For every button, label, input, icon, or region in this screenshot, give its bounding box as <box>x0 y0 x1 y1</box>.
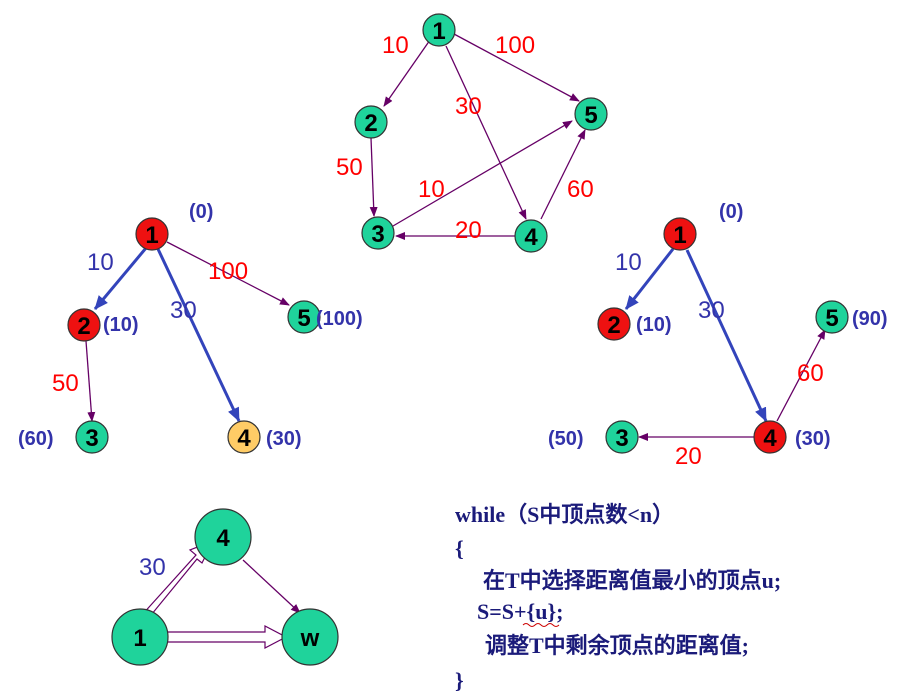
graph-left: 1 2 3 4 5 (0) (10) (60) (30) (100) 10 10… <box>18 201 363 454</box>
dist-4: (30) <box>266 428 302 450</box>
pseudocode: while（S中顶点数<n） { 在T中选择距离值最小的顶点u; S=S+{u}… <box>455 502 781 693</box>
weight-1-4: 30 <box>455 93 482 120</box>
edge-2-3 <box>369 137 378 217</box>
hollow-arrow-1-w <box>165 625 288 649</box>
weight-4-5: 60 <box>797 360 824 387</box>
node-1-label: 1 <box>432 18 445 45</box>
node-5 <box>815 300 849 334</box>
weight-2-3: 50 <box>52 370 79 397</box>
weight-1-4: 30 <box>170 297 197 324</box>
node-3-label: 3 <box>615 425 628 452</box>
node-1 <box>111 608 169 666</box>
dist-5: (100) <box>316 308 363 330</box>
code-line-2: { <box>455 536 464 561</box>
node-4-label: 4 <box>763 425 777 452</box>
weight-4-3: 20 <box>455 217 482 244</box>
weight-1-5: 100 <box>208 258 248 285</box>
node-4-label: 4 <box>216 525 230 552</box>
weight-1-5: 100 <box>495 32 535 59</box>
edge-1-2 <box>383 39 431 107</box>
weight-1-2: 10 <box>382 32 409 59</box>
weight-1-2: 10 <box>87 249 114 276</box>
node-3 <box>75 420 109 454</box>
edge-4-5 <box>776 329 826 422</box>
node-2 <box>67 308 101 342</box>
edge-1-4 <box>445 45 527 220</box>
edge-1-5 <box>453 33 580 102</box>
edge-4-w <box>242 559 301 614</box>
node-w-label: w <box>300 625 320 652</box>
graph-right: 1 2 3 4 5 (0) (10) (50) (30) (90) 10 30 … <box>548 201 888 470</box>
node-5 <box>574 97 608 131</box>
node-1-label: 1 <box>145 222 158 249</box>
weight-1-2: 10 <box>615 249 642 276</box>
edge-1-2 <box>93 247 148 310</box>
weight-1-4: 30 <box>698 297 725 324</box>
node-3-label: 3 <box>85 425 98 452</box>
node-3 <box>361 216 395 250</box>
weight-3-5: 10 <box>418 176 445 203</box>
weight-4-3: 20 <box>675 443 702 470</box>
edge-1-2 <box>624 248 675 310</box>
node-5-label: 5 <box>584 102 597 129</box>
node-4 <box>194 508 252 566</box>
code-line-3: 在T中选择距离值最小的顶点u; <box>483 568 781 593</box>
node-4 <box>227 420 261 454</box>
weight-2-3: 50 <box>336 154 363 181</box>
node-5 <box>287 300 321 334</box>
code-line-6: } <box>455 668 464 693</box>
dist-2: (10) <box>636 314 672 336</box>
node-5-label: 5 <box>297 305 310 332</box>
node-2-label: 2 <box>607 312 620 339</box>
dist-4: (30) <box>795 428 831 450</box>
node-2 <box>354 105 388 139</box>
weight-4-5: 60 <box>567 176 594 203</box>
graph-small: 4 1 w 30 <box>111 508 339 666</box>
graph-top: 1 2 3 4 5 10 100 30 50 10 60 20 <box>336 13 608 253</box>
dist-1: (0) <box>719 201 743 223</box>
node-1 <box>135 217 169 251</box>
node-2-label: 2 <box>364 110 377 137</box>
node-5-label: 5 <box>825 305 838 332</box>
dist-3: (60) <box>18 428 54 450</box>
weight-1-4: 30 <box>139 554 166 581</box>
spellcheck-squiggle <box>522 623 560 627</box>
dist-5: (90) <box>852 308 888 330</box>
dist-3: (50) <box>548 428 584 450</box>
code-line-1: while（S中顶点数<n） <box>455 502 674 527</box>
code-line-5: 调整T中剩余顶点的距离值; <box>485 633 749 658</box>
node-2 <box>597 307 631 341</box>
edge-2-3 <box>85 340 96 422</box>
node-1-label: 1 <box>133 625 146 652</box>
node-1-label: 1 <box>673 222 686 249</box>
edge-4-5 <box>540 129 586 220</box>
node-w <box>281 608 339 666</box>
edge-1-5 <box>166 241 290 306</box>
node-3-label: 3 <box>371 221 384 248</box>
node-2-label: 2 <box>77 313 90 340</box>
node-4-label: 4 <box>237 425 251 452</box>
node-4 <box>514 219 548 253</box>
dist-2: (10) <box>103 314 139 336</box>
dist-1: (0) <box>189 201 213 223</box>
edge-3-5 <box>392 120 573 227</box>
node-1 <box>422 13 456 47</box>
node-1 <box>663 217 697 251</box>
code-line-4: S=S+{u}; <box>477 599 563 624</box>
edge-1-4 <box>685 249 768 422</box>
node-4-label: 4 <box>524 224 538 251</box>
node-3 <box>605 420 639 454</box>
edge-1-4 <box>156 248 241 422</box>
node-4 <box>753 420 787 454</box>
